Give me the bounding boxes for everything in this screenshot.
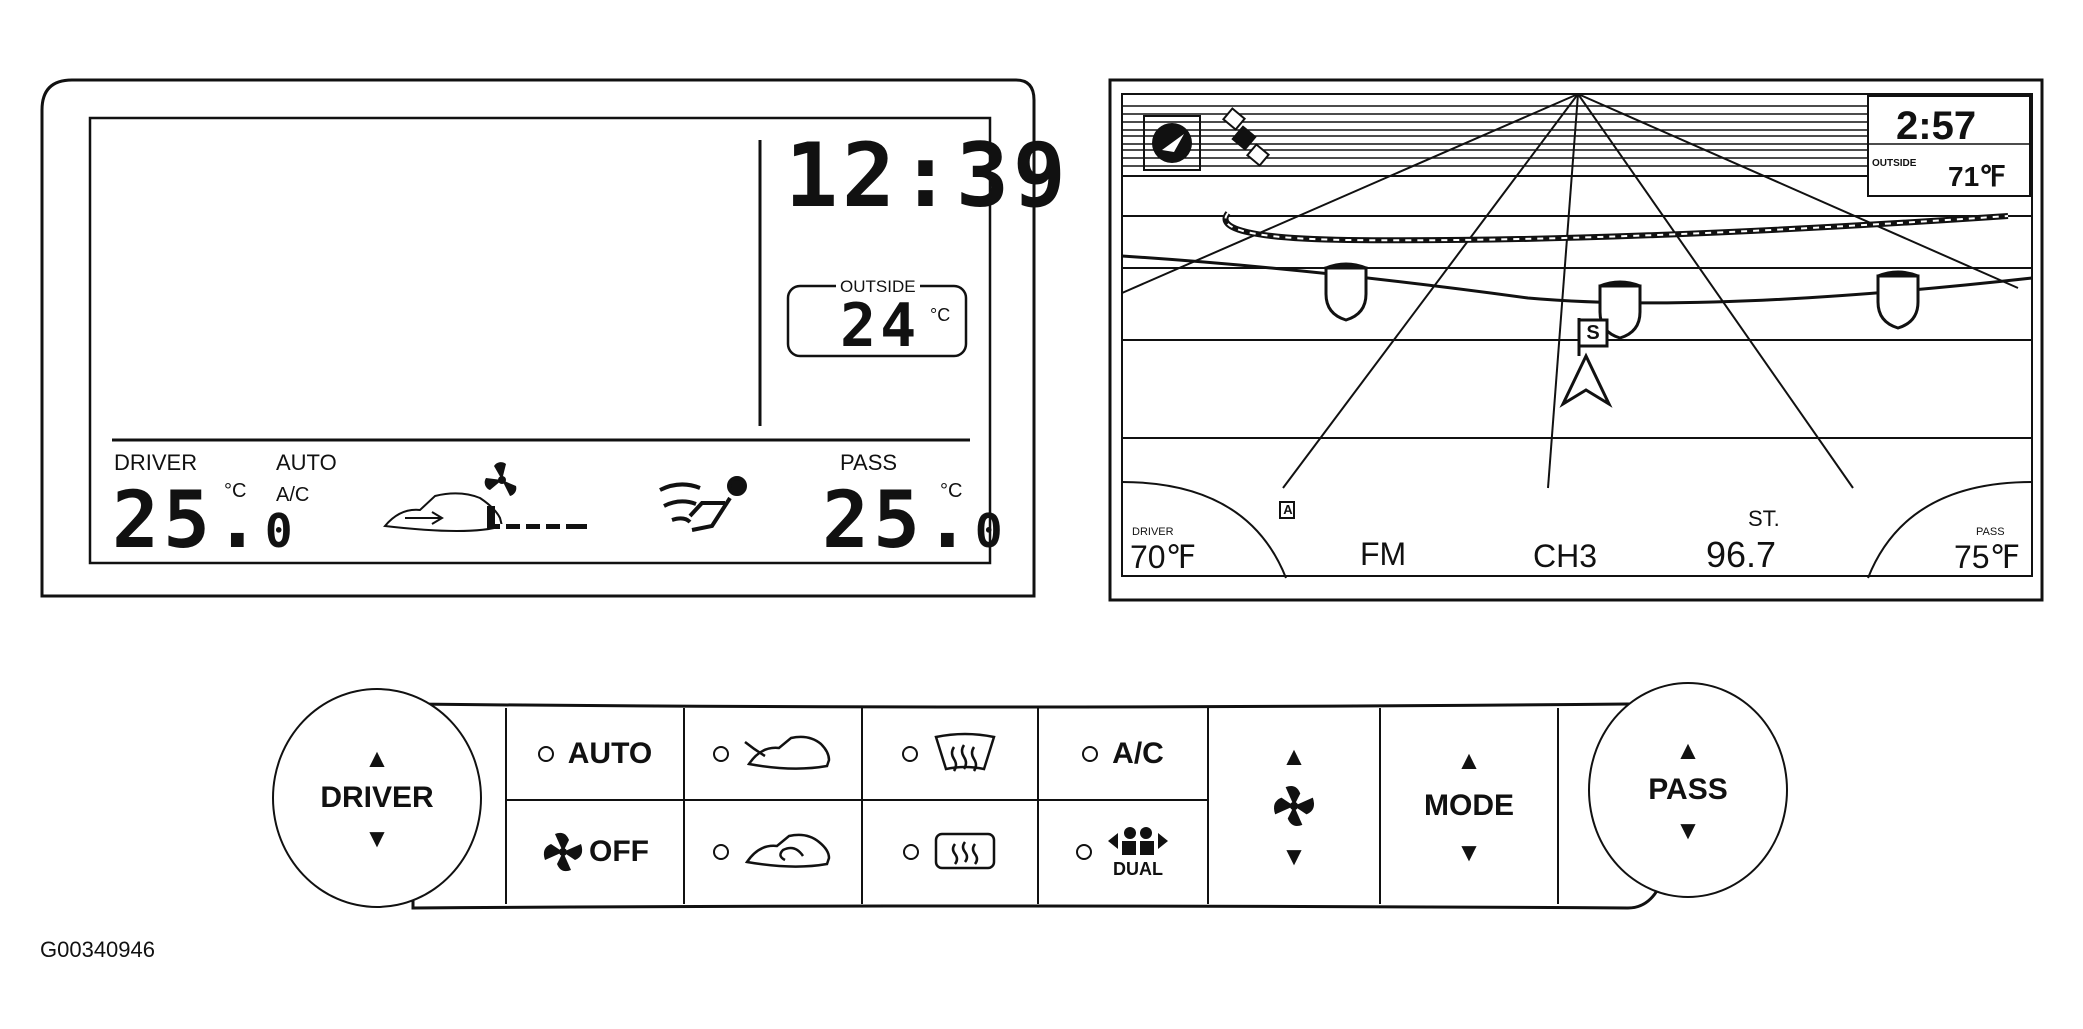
climate-lcd-display: 12:39 OUTSIDE 24 °C DRIVER °C 25.0 AUTO … (40, 78, 1066, 598)
lcd-auto-label: AUTO (276, 450, 337, 475)
nav-stereo-label: ST. (1748, 506, 1780, 531)
rear-defrost-indicator-led (903, 844, 919, 860)
lcd-driver-label: DRIVER (114, 450, 198, 475)
lcd-outside-unit: °C (930, 305, 951, 325)
ac-indicator-led (1082, 746, 1099, 762)
nav-channel: CH3 (1533, 538, 1598, 574)
dual-button[interactable]: DUAL (1040, 802, 1206, 902)
auto-button-label: AUTO (567, 737, 653, 770)
dual-button-content: DUAL (1106, 825, 1170, 880)
climate-control-panel: ▲ DRIVER ▼ AUTO A/C OFF (268, 682, 1788, 928)
nav-clock: 2:57 (1896, 104, 1977, 148)
nav-outside-label: OUTSIDE (1872, 158, 1917, 169)
nav-outside-temp: 71℉ (1948, 161, 2006, 192)
front-defrost-icon (934, 732, 996, 772)
pass-temp-up-arrow[interactable]: ▲ (1675, 735, 1701, 765)
mode-down-arrow[interactable]: ▼ (1456, 837, 1482, 867)
dual-button-label: DUAL (1113, 858, 1163, 879)
nav-driver-temp: 70℉ (1130, 539, 1197, 575)
mode-up-arrow[interactable]: ▲ (1456, 745, 1482, 775)
recirculation-car-icon (383, 492, 504, 532)
lcd-pass-temp-decimal: 0 (974, 504, 1007, 558)
lcd-pass-label: PASS (840, 450, 898, 475)
outside-air-button[interactable] (686, 710, 860, 798)
nav-frequency: 96.7 (1706, 534, 1777, 575)
lcd-pass-temp-main: 25. (822, 476, 975, 566)
lcd-driver-unit: °C (224, 480, 247, 502)
auto-button[interactable]: AUTO (508, 710, 682, 798)
fan-speed-icon (1273, 785, 1315, 827)
rear-defrost-icon (934, 832, 996, 870)
driver-temp-knob[interactable]: ▲ DRIVER ▼ (272, 688, 482, 908)
fan-off-button-label: OFF (589, 835, 649, 868)
lcd-driver-temp-decimal: 0 (264, 504, 297, 558)
nav-destination-flag: S (1586, 322, 1600, 344)
gps-satellite-icon (1221, 107, 1271, 167)
fan-speed-down-arrow[interactable]: ▼ (1281, 841, 1307, 871)
recirculation-button[interactable] (686, 802, 860, 902)
rear-defrost-button[interactable] (864, 802, 1036, 902)
fan-speed-icon (484, 462, 587, 529)
front-defrost-indicator-led (902, 746, 918, 762)
lcd-pass-temp: 25.0 (822, 478, 1007, 574)
ac-button-label: A/C (1112, 737, 1164, 770)
nav-driver-label: DRIVER (1132, 526, 1174, 538)
outside-air-car-icon (744, 735, 831, 770)
lcd-pass-unit: °C (940, 480, 963, 502)
driver-knob-label: DRIVER (320, 781, 434, 814)
ac-button[interactable]: A/C (1040, 710, 1206, 798)
mode-button-label: MODE (1424, 789, 1514, 822)
lcd-clock: 12:39 (785, 124, 1070, 227)
passenger-temp-knob[interactable]: ▲ PASS ▼ (1588, 682, 1788, 898)
pass-knob-label: PASS (1648, 773, 1728, 806)
fan-off-button[interactable]: OFF (508, 802, 682, 902)
compass-icon (1152, 123, 1192, 163)
driver-temp-up-arrow[interactable]: ▲ (364, 743, 390, 773)
vehicle-position-icon (1559, 318, 1613, 408)
front-defrost-button[interactable] (864, 710, 1036, 798)
fan-speed-up-arrow[interactable]: ▲ (1281, 741, 1307, 771)
recirculation-car-icon (744, 833, 831, 868)
nav-preset-marker: A (1283, 502, 1293, 517)
recirculation-indicator-led (713, 844, 729, 860)
highway-shield-icon (1324, 262, 1920, 340)
fan-icon (543, 832, 583, 872)
lcd-driver-temp: 25.0 (112, 478, 297, 574)
lcd-driver-temp-main: 25. (112, 476, 265, 566)
lcd-outside-label: OUTSIDE (836, 276, 920, 298)
nav-band: FM (1360, 536, 1407, 572)
lcd-outside-temp: 24 (840, 291, 921, 361)
pass-temp-down-arrow[interactable]: ▼ (1675, 815, 1701, 845)
driver-temp-down-arrow[interactable]: ▼ (364, 823, 390, 853)
nav-map (1108, 78, 2044, 602)
outside-air-indicator-led (713, 746, 729, 762)
mode-control[interactable]: ▲ MODE ▼ (1382, 710, 1556, 902)
fan-speed-control[interactable]: ▲ ▼ (1210, 710, 1378, 902)
figure-code: G00340946 (40, 937, 155, 962)
dual-occupants-icon (1108, 826, 1168, 855)
navigation-display: 2:57 OUTSIDE 71℉ A S DRIVER 70℉ FM CH3 S… (1108, 78, 2044, 602)
dual-indicator-led (1076, 844, 1092, 860)
airflow-mode-icon (659, 476, 747, 532)
nav-pass-temp: 75℉ (1954, 539, 2021, 575)
nav-pass-label: PASS (1976, 526, 2005, 538)
lcd-ac-label: A/C (276, 484, 310, 506)
auto-indicator-led (537, 746, 554, 762)
